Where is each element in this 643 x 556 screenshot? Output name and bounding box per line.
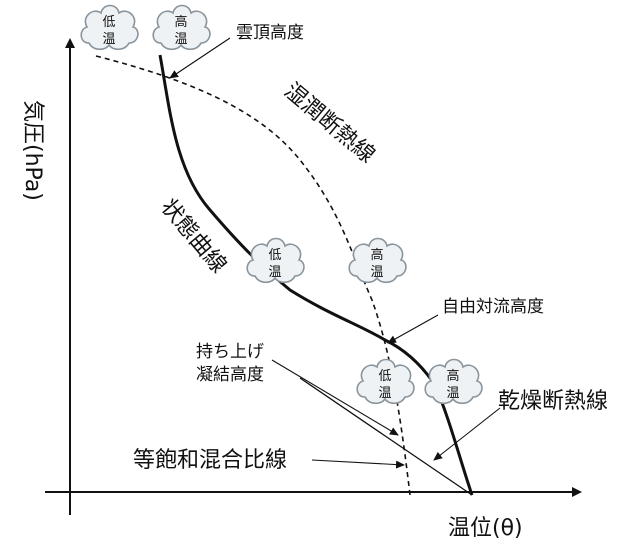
cloud-label-top: 高 (370, 247, 383, 263)
lcl-label-line1: 持ち上げ (196, 342, 264, 362)
cloud-label-bottom: 温 (370, 265, 383, 280)
lfc-arrow (387, 314, 439, 344)
lcl-label-line2: 凝結高度 (196, 365, 264, 385)
cloud-label-top: 低 (378, 369, 391, 384)
cloud-label-bottom: 温 (378, 386, 391, 401)
cloud-warm-mid: 高 温 (348, 237, 407, 284)
cloud-label-top: 高 (446, 368, 459, 384)
dry-adiabat-label: 乾燥断熱線 (498, 389, 608, 414)
dry-adiabat-line (299, 377, 473, 496)
cloud-label-top: 低 (268, 248, 281, 263)
lcl-arrow (271, 359, 399, 436)
cloud-label-bottom: 温 (102, 32, 115, 47)
cloud-cool-top-left: 低 温 (80, 4, 139, 51)
cloud-cool-low: 低 温 (356, 358, 415, 405)
cloud-label-bottom: 温 (446, 386, 459, 401)
state-curve-label: 状態曲線 (155, 195, 231, 278)
cloud-label-top: 低 (102, 15, 115, 30)
lfc-label: 自由対流高度 (442, 297, 544, 317)
cloud-warm-top: 高 温 (152, 4, 211, 51)
x-axis-label: 温位(θ) (448, 516, 523, 541)
cloud-top-label: 雲頂高度 (236, 23, 304, 43)
dry-adiabat-arrow (433, 407, 501, 461)
moist-adiabat-label: 湿潤断熱線 (279, 78, 379, 168)
cloud-label-bottom: 温 (174, 32, 187, 47)
mixing-ratio-label: 等飽和混合比線 (133, 448, 287, 473)
cloud-cool-mid: 低 温 (246, 237, 305, 284)
y-axis-label: 気圧(hPa) (20, 100, 45, 201)
cloud-label-bottom: 温 (268, 265, 281, 280)
cloud-label-top: 高 (174, 14, 187, 30)
cloud-top-arrow (169, 37, 231, 79)
cloud-warm-low: 高 温 (424, 358, 483, 405)
mixing-ratio-arrow (311, 459, 405, 469)
